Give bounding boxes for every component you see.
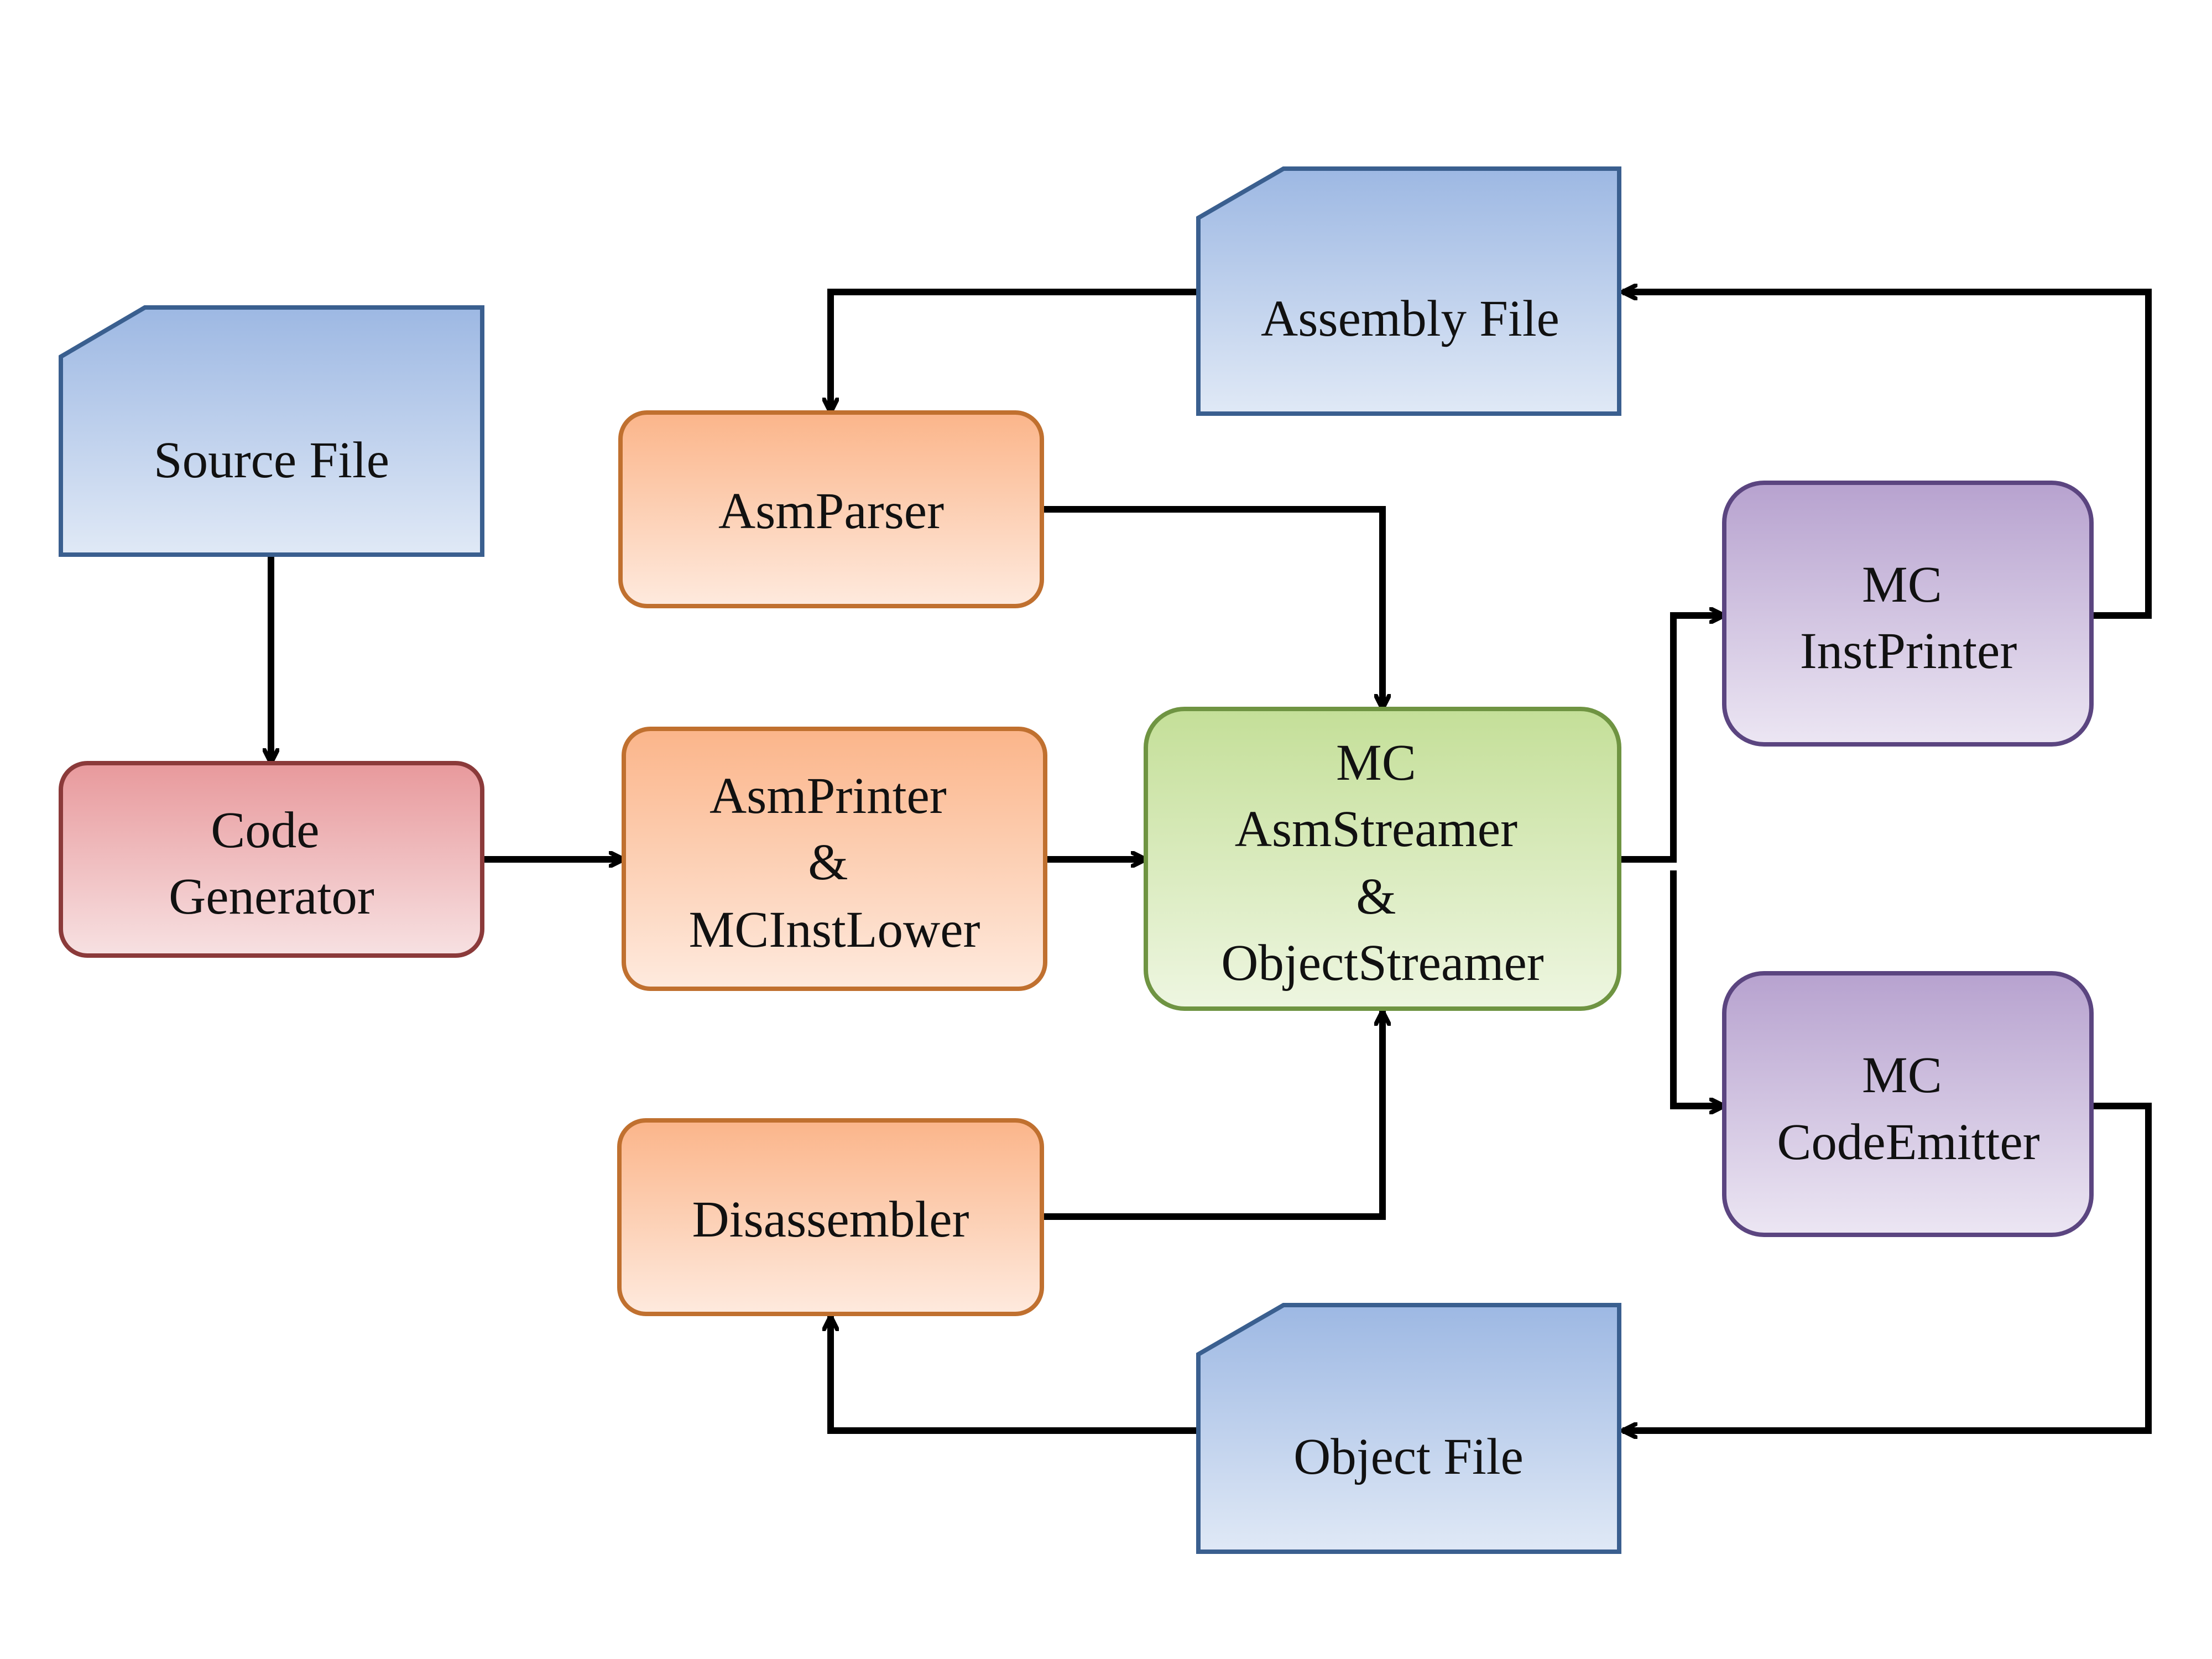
mc-code-emitter-shape [1722,971,2094,1237]
edge-mc-code-emitter-to-object-file [1623,1103,2152,1431]
object-file-label: Object File [1293,1428,1524,1485]
edge-assembly-file-to-asm-parser [831,289,1198,413]
edge-mc-inst-printer-to-assembly-file [1623,292,2152,619]
mc-inst-printer-label: MC InstPrinter [1800,556,2017,680]
edge-object-file-to-disassembler [831,1316,1198,1434]
edge-mc-streamer-to-mc-inst-printer [1619,615,1724,863]
asm-parser-label: AsmParser [718,483,944,540]
asm-printer-shape [622,727,1047,991]
node-asm-printer[interactable]: AsmPrinter & MCInstLower [622,727,1047,991]
disassembler-label: Disassembler [692,1191,969,1248]
assembly-file-label: Assembly File [1261,290,1559,347]
assembly-file-shape [1196,166,1621,416]
source-file-shape [59,305,484,557]
asm-printer-label: AsmPrinter & MCInstLower [689,768,980,958]
node-mc-inst-printer[interactable]: MC InstPrinter [1722,481,2094,747]
node-code-generator[interactable]: Code Generator [59,761,484,958]
code-generator-label: Code Generator [169,802,374,925]
node-mc-streamer[interactable]: MC AsmStreamer & ObjectStreamer [1144,707,1621,1011]
node-disassembler[interactable]: Disassembler [617,1118,1044,1316]
node-assembly-file[interactable]: Assembly File [1196,166,1621,416]
edges [271,289,2152,1434]
source-file-label: Source File [154,432,389,489]
node-asm-parser[interactable]: AsmParser [618,410,1044,608]
edge-asm-parser-to-mc-streamer [1042,506,1383,709]
mc-streamer-shape [1144,707,1621,1011]
node-object-file[interactable]: Object File [1196,1303,1621,1554]
mc-streamer-label: MC AsmStreamer & ObjectStreamer [1221,734,1544,992]
node-mc-code-emitter[interactable]: MC CodeEmitter [1722,971,2094,1237]
code-generator-shape [59,761,484,958]
nodes: Source File Code Generator AsmParser Asm… [59,166,2094,1554]
edge-disassembler-to-mc-streamer [1042,1011,1383,1220]
disassembler-shape [617,1118,1044,1316]
edge-mc-streamer-to-mc-code-emitter [1670,870,1724,1106]
mc-code-emitter-label: MC CodeEmitter [1777,1047,2039,1171]
object-file-shape [1196,1303,1621,1554]
node-source-file[interactable]: Source File [59,305,484,557]
mc-inst-printer-shape [1722,481,2094,747]
asm-parser-shape [618,410,1044,608]
